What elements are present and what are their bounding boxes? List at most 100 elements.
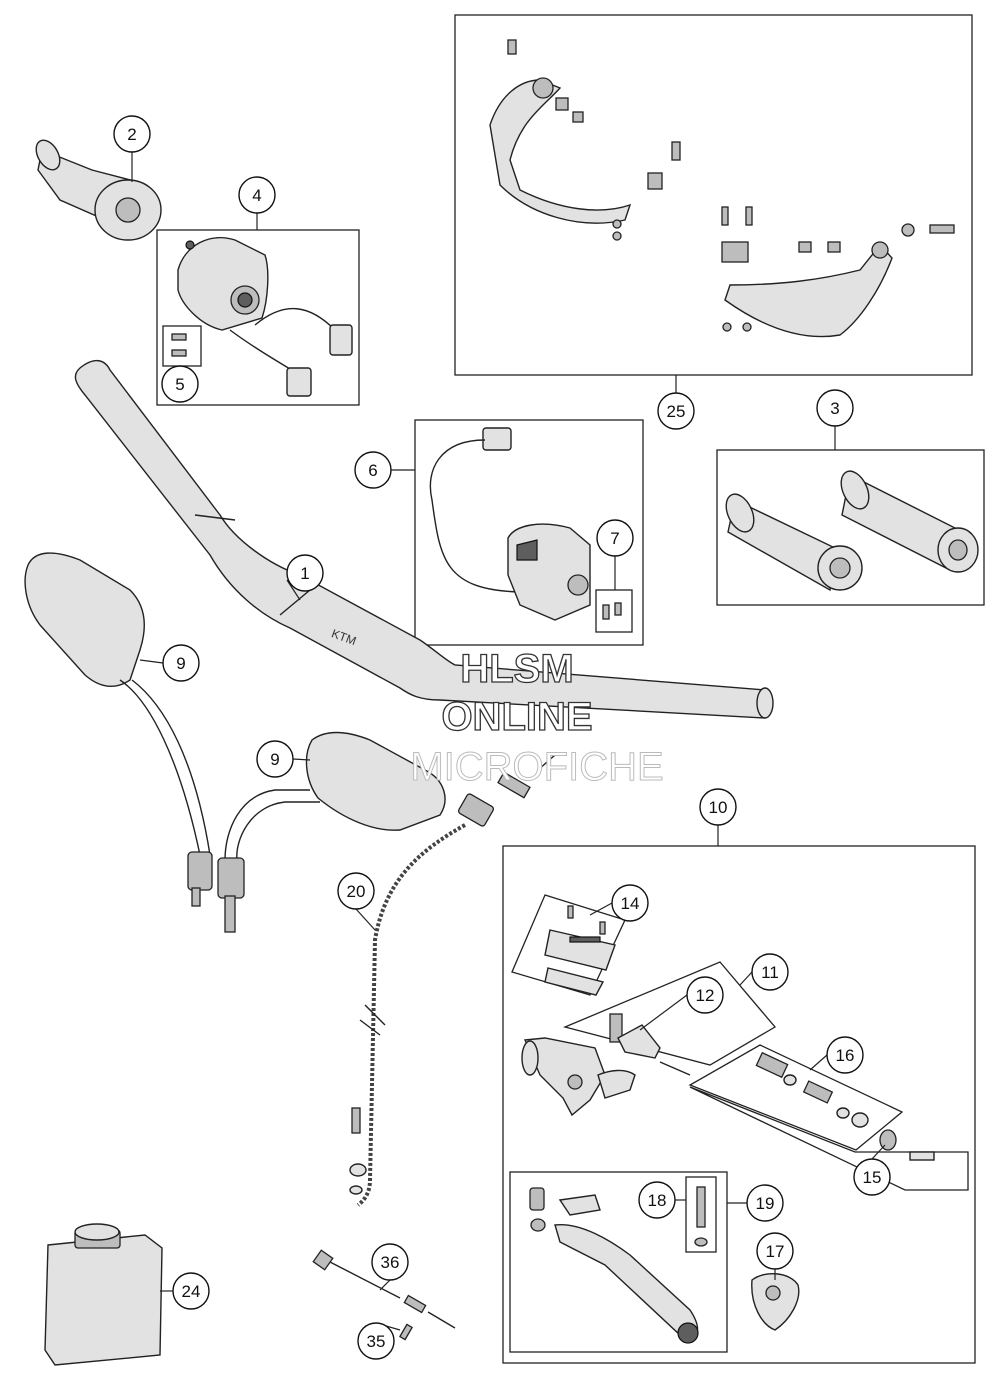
callout-number: 9 (270, 750, 279, 769)
grip-left (35, 139, 162, 241)
pivot-pin (694, 1186, 708, 1247)
callout-number: 4 (252, 186, 261, 205)
callout-20: 20 (337, 872, 375, 910)
pin-box-18 (685, 1176, 717, 1253)
callout-number: 3 (830, 399, 839, 418)
callout-12: 12 (686, 976, 724, 1014)
callout-circle (686, 976, 724, 1014)
callout-number: 19 (756, 1194, 775, 1213)
callout-circle (337, 872, 375, 910)
reservoir-kit (879, 1129, 935, 1161)
screw-7 (602, 602, 622, 620)
left-handlebar-switch (177, 236, 353, 397)
brake-master-cylinder (521, 1037, 636, 1117)
callout-number: 6 (368, 461, 377, 480)
callout-circle (751, 953, 789, 991)
brake-line (349, 754, 556, 1207)
handguard-group-box (454, 14, 973, 376)
callout-25: 25 (657, 392, 695, 430)
callout-number: 25 (667, 402, 686, 421)
watermark: HLSM ONLINE MICROFICHE (410, 646, 664, 789)
screw-pair-5 (171, 333, 187, 357)
lever-bracket (751, 1273, 800, 1331)
callout-circle (816, 389, 854, 427)
brake-lever (529, 1187, 699, 1344)
callout-circle (238, 176, 276, 214)
callout-number: 1 (300, 564, 309, 583)
mirror-right (217, 731, 446, 933)
callout-4: 4 (238, 176, 276, 214)
callout-circle (596, 519, 634, 557)
callout-number: 18 (648, 1191, 667, 1210)
reservoir-kit-box (689, 1086, 969, 1191)
callout-number: 5 (175, 375, 184, 394)
callout-circle (826, 1036, 864, 1074)
callout-number: 9 (176, 654, 185, 673)
callout-17: 17 (756, 1232, 794, 1270)
callout-circle (354, 451, 392, 489)
piston-assembly (609, 1013, 691, 1076)
callout-19: 19 (746, 1184, 784, 1222)
callout-circle (699, 788, 737, 826)
callout-7: 7 (596, 519, 634, 557)
callout-number: 12 (696, 986, 715, 1005)
callout-9: 9 (256, 740, 294, 778)
handlebar: KTM (74, 360, 774, 719)
watermark-line-3: MICROFICHE (410, 745, 663, 789)
callout-11: 11 (751, 953, 789, 991)
seal-kit-box (688, 1044, 904, 1151)
callout-number: 35 (367, 1332, 386, 1351)
callout-35: 35 (357, 1322, 395, 1360)
callout-circle (746, 1184, 784, 1222)
callout-16: 16 (826, 1036, 864, 1074)
watermark-line-2: ONLINE (441, 695, 592, 739)
callout-circle (172, 1272, 210, 1310)
callout-circle (256, 740, 294, 778)
screw-35 (399, 1323, 413, 1341)
right-handlebar-switch (429, 427, 591, 621)
cover-group-box (511, 894, 626, 996)
callout-circle (357, 1322, 395, 1360)
leader-lines (131, 152, 886, 1331)
brake-fluid-can (44, 1223, 163, 1366)
callout-18: 18 (638, 1181, 676, 1219)
callout-number: 14 (621, 894, 640, 913)
callout-1: 1 (286, 554, 324, 592)
callout-5: 5 (161, 365, 199, 403)
brake-master-cylinder-box (502, 845, 976, 1364)
callout-circle (657, 392, 695, 430)
callout-number: 10 (709, 798, 728, 817)
right-switch-group-box (414, 419, 644, 646)
callout-number: 2 (127, 125, 136, 144)
callout-number: 16 (836, 1046, 855, 1065)
callout-number: 20 (347, 882, 366, 901)
reservoir-cover (544, 905, 616, 996)
callout-circle (286, 554, 324, 592)
callout-36: 36 (371, 1243, 409, 1281)
callout-circle (161, 365, 199, 403)
seal-kit (755, 1051, 869, 1128)
callout-number: 36 (381, 1253, 400, 1272)
callout-6: 6 (354, 451, 392, 489)
lever-group-box (509, 1171, 728, 1353)
callout-15: 15 (853, 1158, 891, 1196)
screw-box-7 (595, 589, 633, 633)
callout-circle (371, 1243, 409, 1281)
callout-24: 24 (172, 1272, 210, 1310)
callout-14: 14 (611, 884, 649, 922)
callout-10: 10 (699, 788, 737, 826)
callout-circle (611, 884, 649, 922)
mirror-left (24, 552, 213, 907)
piston-group-box (562, 961, 776, 1066)
callout-number: 17 (766, 1242, 785, 1261)
callout-number: 11 (761, 963, 779, 982)
watermark-line-1: HLSM (460, 647, 573, 691)
callout-number: 24 (182, 1282, 201, 1301)
screw-set-box-5 (162, 325, 202, 367)
callout-circle (853, 1158, 891, 1196)
handguard-set (489, 39, 955, 338)
grips-group-box (716, 449, 985, 606)
callout-number: 7 (610, 529, 619, 548)
brake-light-switch (312, 1249, 456, 1329)
